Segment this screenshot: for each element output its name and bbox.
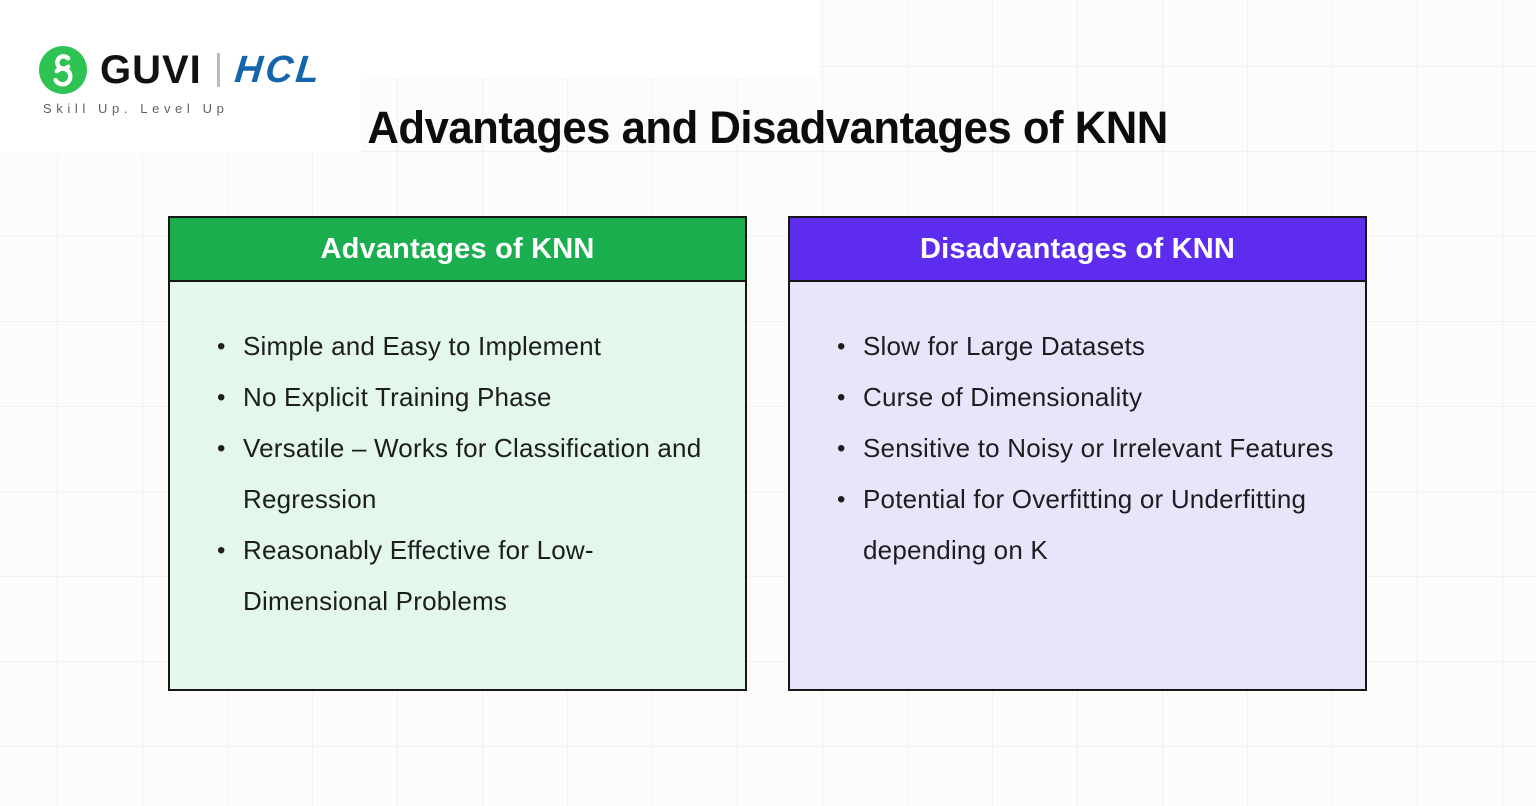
advantages-card: Advantages of KNN Simple and Easy to Imp… (168, 216, 747, 691)
disadvantages-card-body: Slow for Large Datasets Curse of Dimensi… (790, 282, 1365, 689)
list-item: Curse of Dimensionality (837, 372, 1339, 423)
logo-group: GUVI HCL (39, 46, 325, 94)
advantages-card-header: Advantages of KNN (170, 218, 745, 282)
logo-tagline: Skill Up. Level Up (43, 101, 229, 116)
list-item: Reasonably Effective for Low-Dimensional… (217, 525, 719, 627)
list-item: Slow for Large Datasets (837, 321, 1339, 372)
disadvantages-card-header: Disadvantages of KNN (790, 218, 1365, 282)
list-item: Potential for Overfitting or Underfittin… (837, 474, 1339, 576)
disadvantages-list: Slow for Large Datasets Curse of Dimensi… (837, 321, 1339, 576)
list-item: Versatile – Works for Classification and… (217, 423, 719, 525)
logo-divider (216, 53, 220, 87)
advantages-card-body: Simple and Easy to Implement No Explicit… (170, 282, 745, 689)
page-title: Advantages and Disadvantages of KNN (367, 102, 1169, 153)
disadvantages-card-title: Disadvantages of KNN (919, 232, 1235, 265)
guvi-brand-text: GUVI (100, 47, 202, 92)
page-title-row: Advantages and Disadvantages of KNN (0, 102, 1536, 154)
hcl-logo-text: HCL (232, 48, 325, 91)
advantages-card-title: Advantages of KNN (320, 232, 595, 265)
disadvantages-card: Disadvantages of KNN Slow for Large Data… (788, 216, 1367, 691)
list-item: No Explicit Training Phase (217, 372, 719, 423)
list-item: Simple and Easy to Implement (217, 321, 719, 372)
guvi-logo-icon (39, 46, 87, 94)
list-item: Sensitive to Noisy or Irrelevant Feature… (837, 423, 1339, 474)
advantages-list: Simple and Easy to Implement No Explicit… (217, 321, 719, 627)
